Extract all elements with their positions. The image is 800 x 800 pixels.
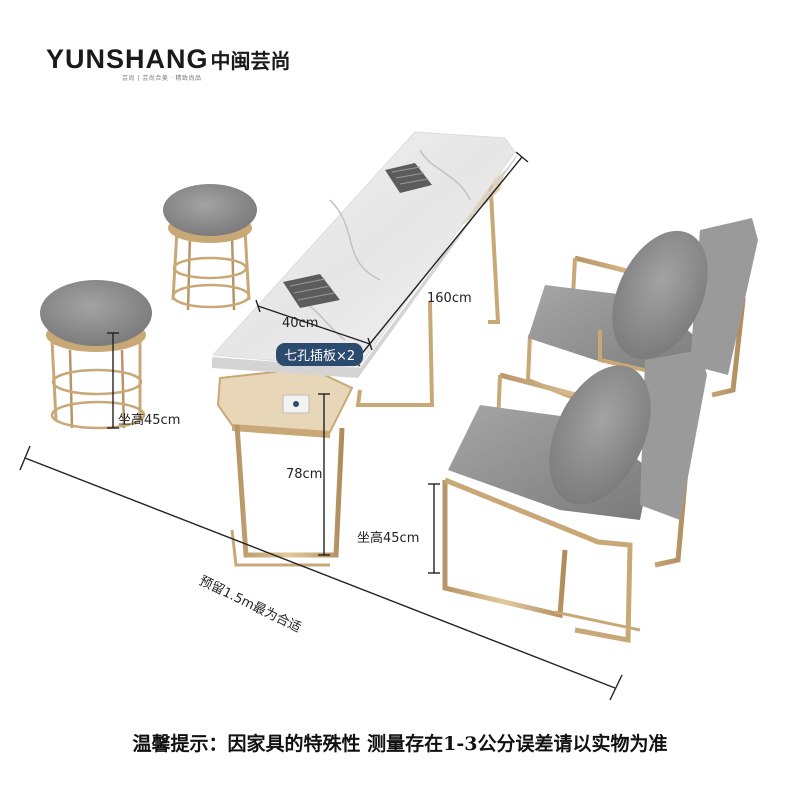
- brand-tagline: 芸尚 | 芸尚合美 · 精致尚品: [122, 75, 202, 82]
- stool-height-label: 坐高45cm: [118, 413, 181, 428]
- brand-logo: YUNSHANG 中闽芸尚: [46, 44, 291, 75]
- dust-collector-vent-bottom: [283, 274, 340, 308]
- socket-badge: 七孔插板×2: [276, 343, 364, 366]
- dust-collector-vent-top: [385, 163, 432, 193]
- brand-name-en: YUNSHANG: [46, 44, 209, 74]
- stool-back: [163, 184, 257, 311]
- notice-text: 温馨提示：因家具的特殊性 测量存在1-3公分误差请以实物为准: [132, 733, 668, 755]
- chair-height-label: 坐高45cm: [357, 531, 420, 546]
- table-width-label: 40cm: [282, 316, 319, 331]
- nail-table: [211, 131, 518, 567]
- armchair-front: [442, 350, 707, 644]
- dimension-lines: [19, 151, 623, 701]
- stool-front: [40, 280, 152, 430]
- table-length-label: 160cm: [427, 291, 472, 306]
- brand-name-cn: 中闽芸尚: [210, 49, 291, 73]
- armchair-back: [525, 218, 758, 423]
- table-height-label: 78cm: [286, 467, 323, 482]
